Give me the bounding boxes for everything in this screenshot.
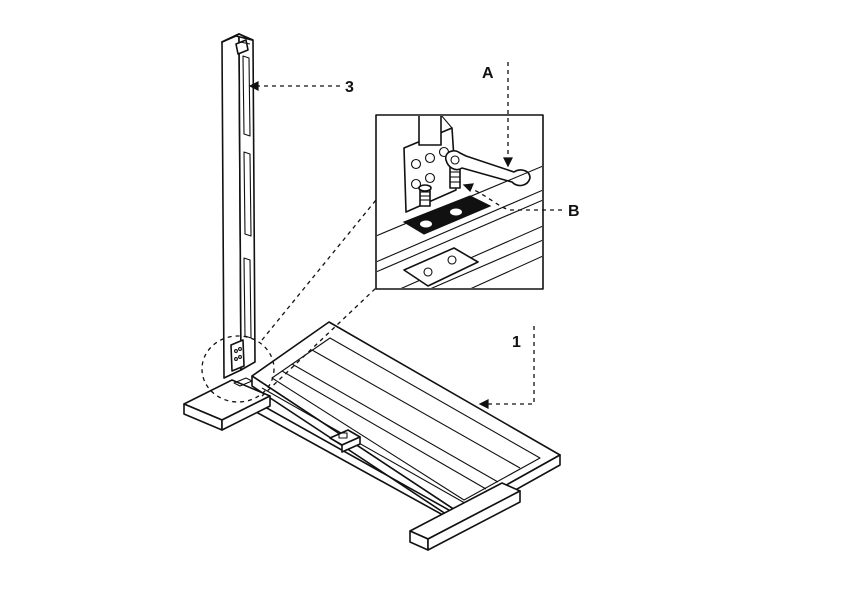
detail-leader-bottom	[261, 287, 377, 397]
detail-leader-top	[261, 199, 377, 341]
callout-a-label: A	[482, 65, 494, 82]
callout-1-label: 1	[512, 334, 521, 351]
upright-post	[221, 33, 256, 379]
callout-3-label: 3	[345, 79, 354, 96]
callout-b-label: B	[568, 203, 580, 220]
detail-circle	[201, 335, 275, 403]
detail-inset	[375, 114, 544, 290]
